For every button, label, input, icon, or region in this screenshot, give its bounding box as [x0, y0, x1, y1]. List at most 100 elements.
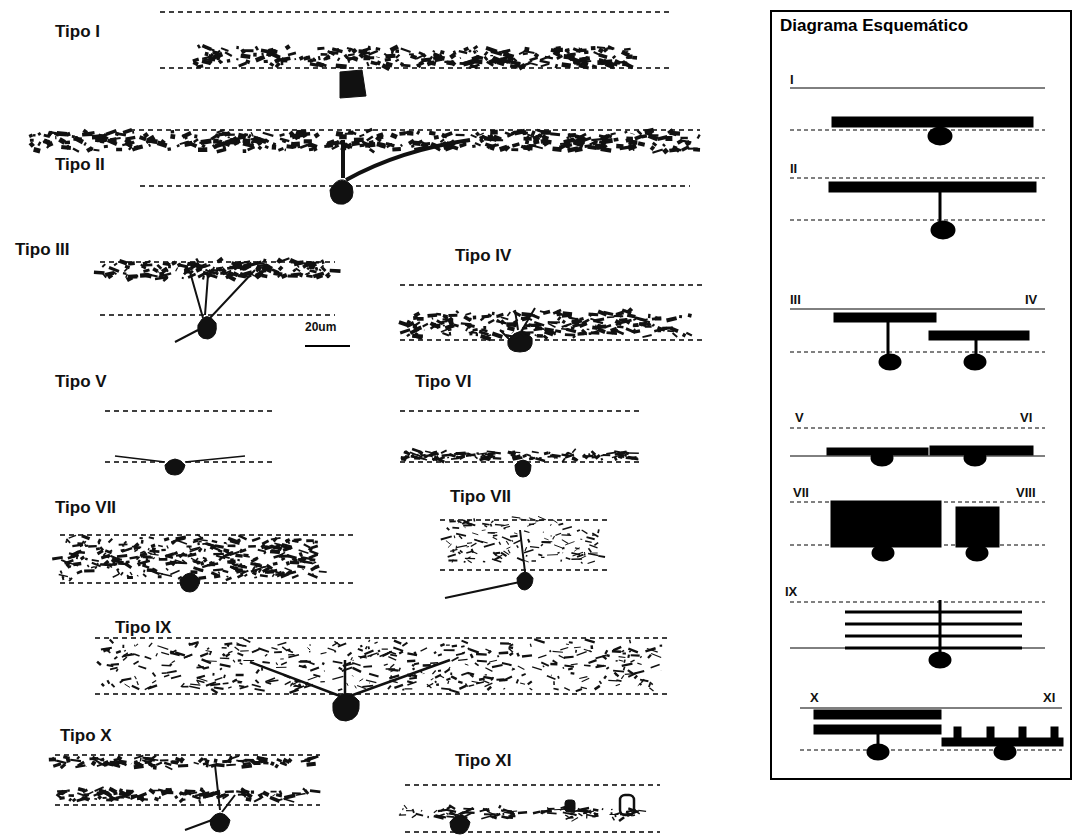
dendrite-stroke — [424, 455, 429, 457]
dendrite-stroke — [294, 538, 301, 541]
dendrite-stroke — [528, 318, 533, 320]
dendrite-stroke — [233, 564, 238, 566]
dendrite-stroke — [204, 52, 208, 56]
dendrite-stroke — [190, 684, 200, 685]
dendrite-stroke — [484, 525, 487, 527]
dendrite-stroke — [224, 675, 225, 678]
dendrite-stroke — [143, 261, 147, 266]
dendrite-stroke — [315, 268, 317, 269]
dendrite-stroke — [274, 555, 283, 558]
dendrite-stroke — [517, 545, 519, 547]
dendrite-stroke — [161, 652, 169, 654]
dendrite-stroke — [282, 647, 287, 651]
dendrite-stroke — [447, 681, 449, 684]
dendrite-stroke — [123, 657, 127, 660]
dendrite-stroke — [469, 65, 480, 68]
dendrite-stroke — [308, 574, 317, 578]
dendrite-stroke — [291, 274, 301, 275]
dendrite-stroke — [441, 536, 452, 539]
dendrite-stroke — [256, 57, 265, 61]
dendrite-stroke — [562, 458, 565, 462]
dendrite-stroke — [482, 458, 490, 460]
dendrite-stroke — [251, 559, 257, 562]
dendrite-stroke — [167, 545, 168, 549]
dendrite-stroke — [281, 662, 287, 665]
dendrite-stroke — [541, 130, 551, 135]
dendrite-stroke — [661, 670, 662, 671]
dendrite-stroke — [216, 267, 222, 272]
dendrite-stroke — [688, 148, 698, 150]
dendrite-stroke — [104, 145, 108, 148]
dendrite-stroke — [384, 664, 388, 665]
dendrite-stroke — [443, 316, 448, 317]
dendrite-stroke — [452, 549, 454, 552]
dendrite-stroke — [556, 46, 561, 49]
dendrite-stroke — [334, 650, 336, 653]
dendrite-stroke — [273, 563, 277, 564]
dendrite-stroke — [425, 142, 430, 145]
dendrite-stroke — [196, 666, 203, 669]
dendrite-stroke — [495, 552, 500, 555]
dendrite-stroke — [220, 267, 224, 268]
dendrite-stroke — [385, 53, 386, 55]
dendrite-stroke — [605, 650, 607, 654]
dendrite-stroke — [587, 537, 595, 539]
dendrite-stroke — [584, 665, 591, 667]
dendrite-stroke — [125, 269, 126, 270]
dendrite-stroke — [509, 451, 520, 453]
dendrite-stroke — [469, 685, 474, 686]
dendrite-stroke — [154, 551, 155, 555]
dendrite-stroke — [302, 665, 305, 667]
dendrite-stroke — [259, 146, 261, 149]
dendrite-stroke — [496, 321, 506, 323]
dendrite-stroke — [121, 572, 123, 575]
dendrite-stroke — [497, 556, 502, 559]
dendrite-stroke — [512, 540, 513, 542]
dendrite-stroke — [244, 574, 247, 576]
dendrite-stroke — [499, 314, 504, 315]
dendrite-stroke — [409, 53, 414, 55]
dendrite-stroke — [226, 654, 230, 657]
dendrite-stroke — [252, 649, 259, 652]
dendrite-stroke — [191, 144, 196, 146]
dendrite-stroke — [391, 47, 398, 51]
dendrite-stroke — [73, 148, 79, 151]
dendrite-stroke — [506, 541, 508, 545]
dendrite-stroke — [573, 139, 575, 142]
dendrite-stroke — [458, 659, 467, 660]
dendrite-stroke — [377, 144, 385, 146]
dendrite-stroke — [632, 56, 637, 60]
dendrite-stroke — [433, 51, 435, 52]
dendrite-stroke — [359, 135, 364, 137]
dendrite-stroke — [558, 552, 560, 554]
dendrite-stroke — [265, 146, 268, 147]
dendrite-stroke — [576, 141, 585, 142]
dendrite-stroke — [666, 318, 676, 320]
dendrite-stroke — [310, 546, 317, 548]
dendrite-stroke — [596, 655, 607, 658]
dendrite-stroke — [159, 276, 163, 278]
dendrite-stroke — [55, 136, 56, 139]
dendrite-stroke — [622, 664, 633, 666]
dendrite-stroke — [263, 133, 274, 136]
dendrite-stroke — [132, 686, 139, 690]
dendrite-stroke — [565, 48, 569, 52]
dendrite-stroke — [441, 450, 447, 453]
dendrite-stroke — [168, 265, 171, 268]
dendrite-stroke — [388, 686, 391, 689]
dendrite-stroke — [393, 647, 403, 650]
dendrite-stroke — [267, 565, 272, 569]
dendrite-stroke — [582, 330, 586, 334]
dendrite-stroke — [585, 541, 592, 542]
dendrite-stroke — [414, 313, 419, 316]
dendrite-stroke — [338, 689, 342, 690]
dendrite-stroke — [124, 650, 126, 652]
dendrite-stroke — [345, 144, 351, 148]
dendrite-stroke — [612, 650, 621, 653]
dendrite-stroke — [591, 139, 601, 140]
dendrite-stroke — [642, 134, 647, 139]
dendrite-stroke — [513, 320, 518, 323]
dendrite-stroke — [626, 329, 635, 333]
dendrite-stroke — [508, 55, 510, 59]
dendrite-stroke — [231, 567, 237, 569]
